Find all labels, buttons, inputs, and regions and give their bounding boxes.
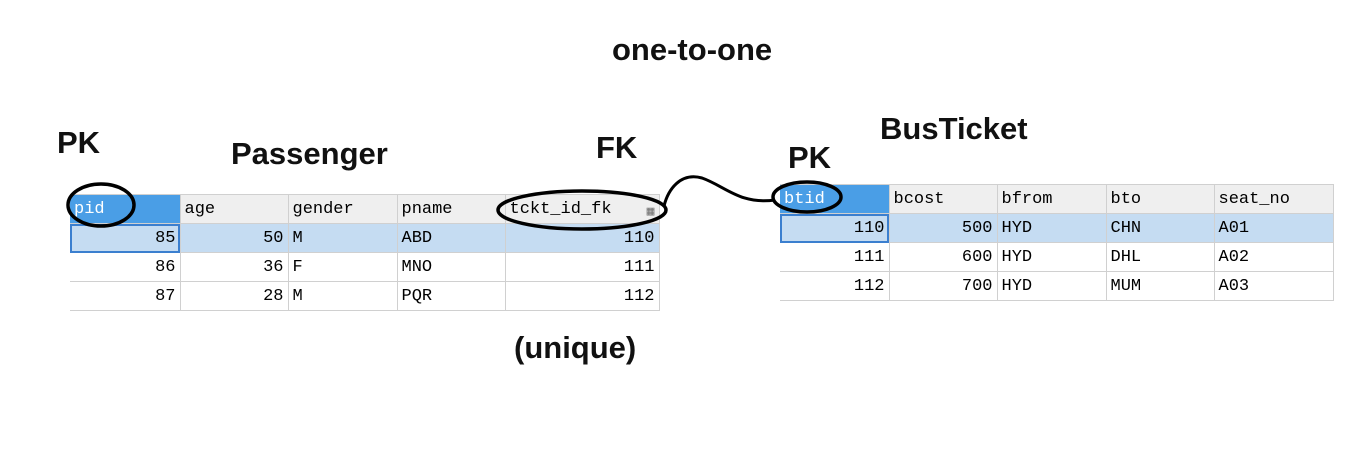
table-cell[interactable]: 600	[889, 242, 998, 272]
column-header-tckt-id-fk-label: tckt_id_fk	[509, 199, 612, 219]
table-cell[interactable]: ABD	[397, 223, 506, 253]
table-cell[interactable]: F	[288, 252, 398, 282]
table-cell[interactable]: 28	[180, 281, 289, 311]
table-cell[interactable]: 86	[70, 252, 181, 282]
table-cell[interactable]: 111	[505, 252, 660, 282]
column-header-tckt-id-fk[interactable]: tckt_id_fk ▦	[505, 194, 660, 224]
table-row[interactable]: 110 500 HYD CHN A01	[780, 213, 1334, 243]
busticket-table-title: BusTicket	[880, 111, 1028, 146]
btid-key-circle	[771, 180, 843, 214]
passenger-table-title: Passenger	[231, 136, 388, 171]
table-cell[interactable]: 112	[505, 281, 660, 311]
table-row[interactable]: 111 600 HYD DHL A02	[780, 242, 1334, 272]
table-cell[interactable]: 110	[780, 213, 890, 243]
diagram-title: one-to-one	[612, 32, 773, 67]
primary-key-label-busticket: PK	[788, 140, 832, 175]
table-cell[interactable]: 112	[780, 271, 890, 301]
grid-columns-icon[interactable]: ▦	[646, 203, 655, 219]
table-cell[interactable]: 36	[180, 252, 289, 282]
table-cell[interactable]: 111	[780, 242, 890, 272]
table-cell[interactable]: 87	[70, 281, 181, 311]
unique-constraint-label: (unique)	[514, 330, 637, 365]
busticket-header-row: btid bcost bfrom bto seat_no	[780, 184, 1334, 214]
column-header-bfrom[interactable]: bfrom	[997, 184, 1107, 214]
pid-key-circle	[66, 182, 136, 228]
table-cell[interactable]: MNO	[397, 252, 506, 282]
table-cell[interactable]: A01	[1214, 213, 1334, 243]
primary-key-label-passenger: PK	[57, 125, 101, 160]
table-cell[interactable]: DHL	[1106, 242, 1215, 272]
table-row[interactable]: 112 700 HYD MUM A03	[780, 271, 1334, 301]
table-row[interactable]: 87 28 M PQR 112	[70, 281, 660, 311]
table-cell[interactable]: MUM	[1106, 271, 1215, 301]
table-cell[interactable]: 500	[889, 213, 998, 243]
foreign-key-circle	[496, 189, 668, 231]
table-cell[interactable]: PQR	[397, 281, 506, 311]
table-cell[interactable]: 50	[180, 223, 289, 253]
table-row[interactable]: 86 36 F MNO 111	[70, 252, 660, 282]
table-cell[interactable]: CHN	[1106, 213, 1215, 243]
busticket-table: btid bcost bfrom bto seat_no 110 500 HYD…	[780, 184, 1334, 301]
table-cell[interactable]: A03	[1214, 271, 1334, 301]
column-header-pname[interactable]: pname	[397, 194, 506, 224]
foreign-key-label: FK	[596, 130, 638, 165]
relationship-connector	[662, 175, 776, 207]
table-cell[interactable]: A02	[1214, 242, 1334, 272]
column-header-age[interactable]: age	[180, 194, 289, 224]
table-cell[interactable]: HYD	[997, 271, 1107, 301]
column-header-gender[interactable]: gender	[288, 194, 398, 224]
column-header-bto[interactable]: bto	[1106, 184, 1215, 214]
column-header-bcost[interactable]: bcost	[889, 184, 998, 214]
table-cell[interactable]: HYD	[997, 213, 1107, 243]
table-row[interactable]: 85 50 M ABD 110	[70, 223, 660, 253]
table-cell[interactable]: HYD	[997, 242, 1107, 272]
table-cell[interactable]: 700	[889, 271, 998, 301]
column-header-seat-no[interactable]: seat_no	[1214, 184, 1334, 214]
table-cell[interactable]: 85	[70, 223, 181, 253]
table-cell[interactable]: M	[288, 281, 398, 311]
table-cell[interactable]: M	[288, 223, 398, 253]
